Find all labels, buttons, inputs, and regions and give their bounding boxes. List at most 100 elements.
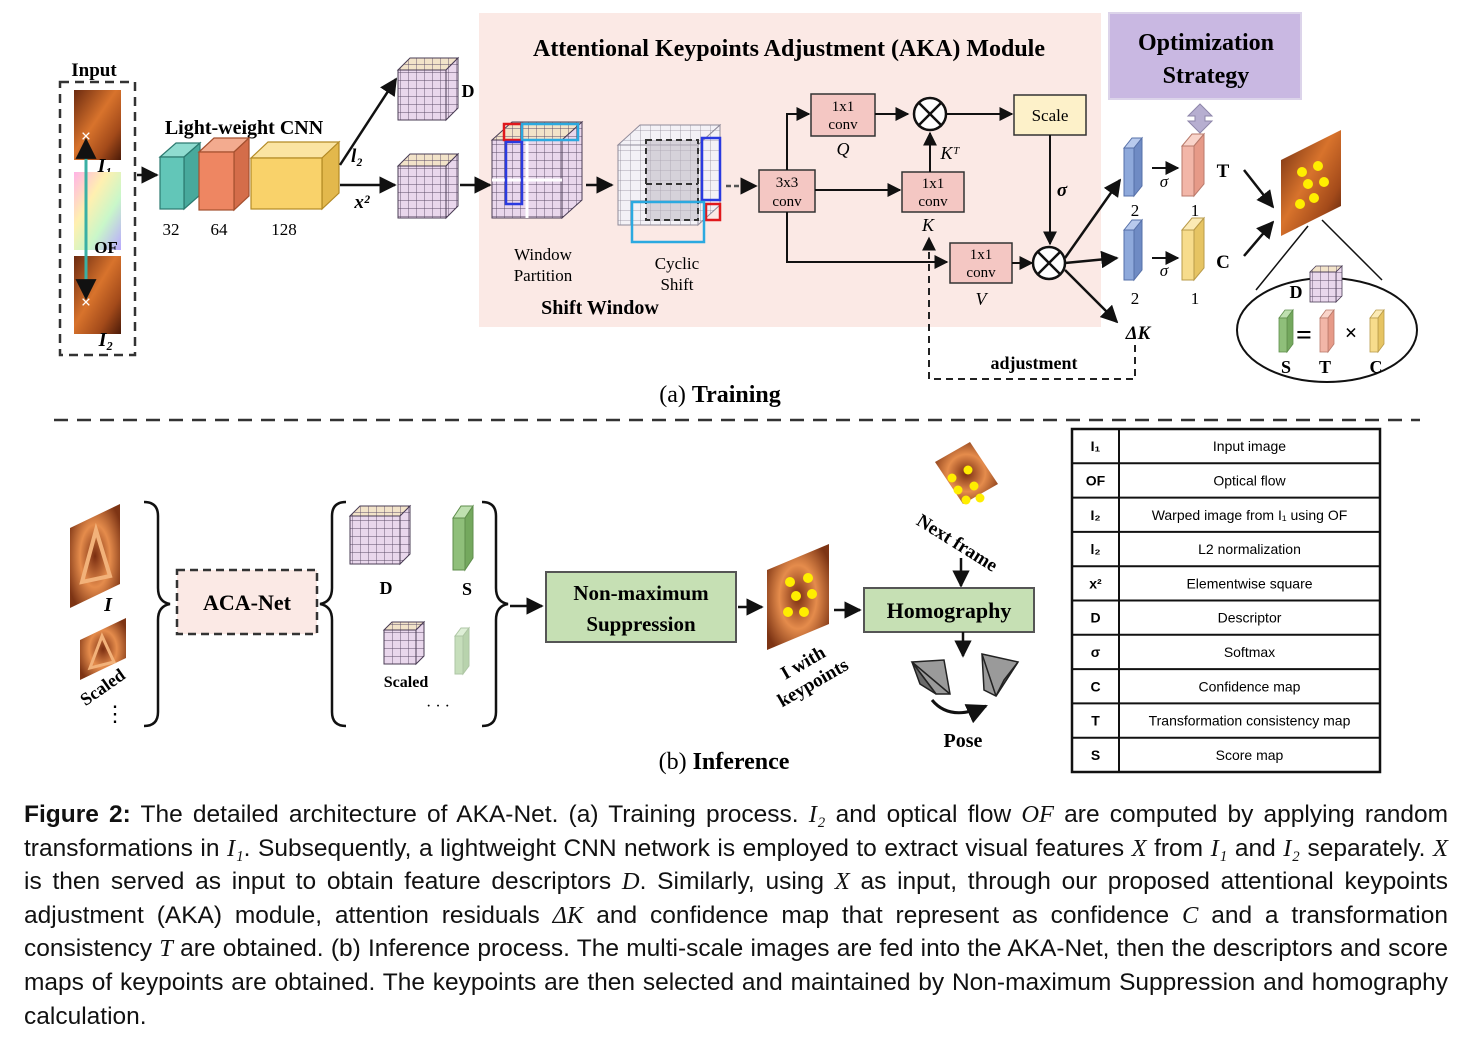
l2-label: l₂ <box>351 146 363 167</box>
equation-s-label: S <box>1281 357 1291 377</box>
c-to-output-arrow <box>1243 220 1275 257</box>
channel-1-top: 1 <box>1191 201 1200 220</box>
to-delta-k-arrow <box>1064 269 1119 324</box>
keypoints-image <box>767 544 829 650</box>
homography-box <box>863 587 1035 633</box>
input-image-i1 <box>74 90 121 160</box>
legend-symbol: OF <box>1086 472 1106 488</box>
descriptor-d-label: D <box>462 81 475 101</box>
window-partition-cube <box>490 120 584 220</box>
input-dashed-box <box>58 80 137 357</box>
caption-math: X <box>834 868 850 896</box>
legend-meaning: Warped image from I₁ using OF <box>1152 507 1348 523</box>
caption-text: and optical flow <box>825 801 1022 828</box>
caption-math: OF <box>1021 801 1054 828</box>
caption-text: are computed by applying random transfor… <box>24 801 1449 862</box>
sigma-t-label: σ <box>1160 172 1169 191</box>
c-map-bar <box>1180 216 1206 282</box>
inference-s-label: S <box>462 579 472 599</box>
conv-q-label-2: conv <box>828 117 858 133</box>
i1-label: I₁ <box>97 155 113 177</box>
caption-math: D <box>621 868 640 896</box>
multiply-node-v <box>1031 245 1067 281</box>
cnn-to-descriptor-arrow <box>338 77 398 166</box>
inference-scaled-cube <box>382 620 426 666</box>
caption-math: T <box>159 935 173 963</box>
cyclic-shift-label-2: Shift <box>660 275 693 294</box>
optimization-double-arrow <box>1186 103 1214 134</box>
multiply-node-qk <box>912 96 948 132</box>
pose-label: Pose <box>944 730 983 752</box>
legend-symbol: S <box>1091 747 1100 763</box>
legend-meaning: Optical flow <box>1213 472 1286 488</box>
legend-meaning: Score map <box>1216 747 1284 763</box>
scale-box <box>1013 94 1087 136</box>
legend-meaning: Confidence map <box>1199 678 1301 694</box>
pose-motion-arrow <box>930 698 988 724</box>
cnn-channel-32: 32 <box>163 220 180 239</box>
to-q-branch <box>786 107 811 170</box>
cnn-block-64 <box>197 136 251 212</box>
k-label: K <box>921 215 935 235</box>
caption-math: I₂ <box>808 801 826 828</box>
zoom-line-left <box>1255 225 1309 291</box>
homography-label: Homography <box>887 598 1012 623</box>
output-brace-left <box>319 500 347 728</box>
legend-symbol: D <box>1090 610 1100 626</box>
conv-k-label-2: conv <box>918 194 948 210</box>
conv3x3-label-1: 3x3 <box>776 175 799 191</box>
conv3x3-label-2: conv <box>772 194 802 210</box>
t-map-bar <box>1180 132 1206 198</box>
caption-math: X <box>1131 834 1147 862</box>
inference-descriptor-cube <box>348 504 412 566</box>
to-v-branch <box>786 212 949 269</box>
camera-pose-right <box>981 653 1020 697</box>
equation-c-label: C <box>1370 357 1383 377</box>
training-subcaption: (a) Training <box>659 382 781 408</box>
cyclic-shift-label-1: Cyclic <box>655 254 700 273</box>
conv-q-box <box>810 93 876 137</box>
sigma-c-label: σ <box>1160 261 1169 280</box>
aca-net-box <box>175 568 319 636</box>
i2-label: I₂ <box>98 329 114 351</box>
feature-bar-top <box>1122 136 1144 198</box>
nms-label-2: Suppression <box>586 612 696 636</box>
caption-text: separately. <box>1299 834 1434 862</box>
equation-equals: = <box>1296 320 1312 351</box>
caption-math: I₂ <box>1283 834 1300 862</box>
channel-2-top: 2 <box>1131 201 1140 220</box>
caption-text: is then served as input to obtain featur… <box>24 868 622 896</box>
next-frame-label: Next frame <box>913 510 1002 576</box>
channel-2-bottom: 2 <box>1131 289 1140 308</box>
equation-d-label: D <box>1290 282 1303 302</box>
camera-pose-left <box>910 659 951 695</box>
feature-bar-bottom <box>1122 218 1144 282</box>
q-label: Q <box>837 139 850 159</box>
inference-vertical-dots: ⋮ <box>104 701 126 726</box>
aca-net-label: ACA-Net <box>203 590 292 615</box>
legend-meaning: Transformation consistency map <box>1149 713 1351 729</box>
inference-score-bar <box>452 504 474 572</box>
optimization-strategy-line1: Optimization <box>1138 30 1274 56</box>
legend-symbol: σ <box>1091 644 1101 660</box>
shift-window-label: Shift Window <box>541 297 659 319</box>
nms-label-1: Non-maximum <box>573 581 709 605</box>
inference-subcaption: (b) Inference <box>659 749 790 775</box>
conv-v-label-1: 1x1 <box>970 247 993 263</box>
conv-q-label-1: 1x1 <box>832 99 855 115</box>
figure-caption: Figure 2: The detailed architecture of A… <box>24 798 1448 1033</box>
legend-symbol: C <box>1090 678 1100 694</box>
aka-module-title: Attentional Keypoints Adjustment (AKA) M… <box>533 36 1045 62</box>
t-to-output-arrow <box>1243 169 1275 209</box>
keypoint-mark-i2: × <box>81 292 91 312</box>
conv-k-label-1: 1x1 <box>922 176 945 192</box>
input-label: Input <box>71 60 117 81</box>
adjustment-label: adjustment <box>990 353 1077 373</box>
window-partition-label-2: Partition <box>514 266 573 285</box>
legend-meaning: Elementwise square <box>1186 575 1312 591</box>
descriptor-cube <box>396 56 460 122</box>
legend-meaning: Descriptor <box>1218 610 1282 626</box>
caption-text: and confidence map that represent as con… <box>583 901 1182 929</box>
legend-symbol: T <box>1091 713 1100 729</box>
